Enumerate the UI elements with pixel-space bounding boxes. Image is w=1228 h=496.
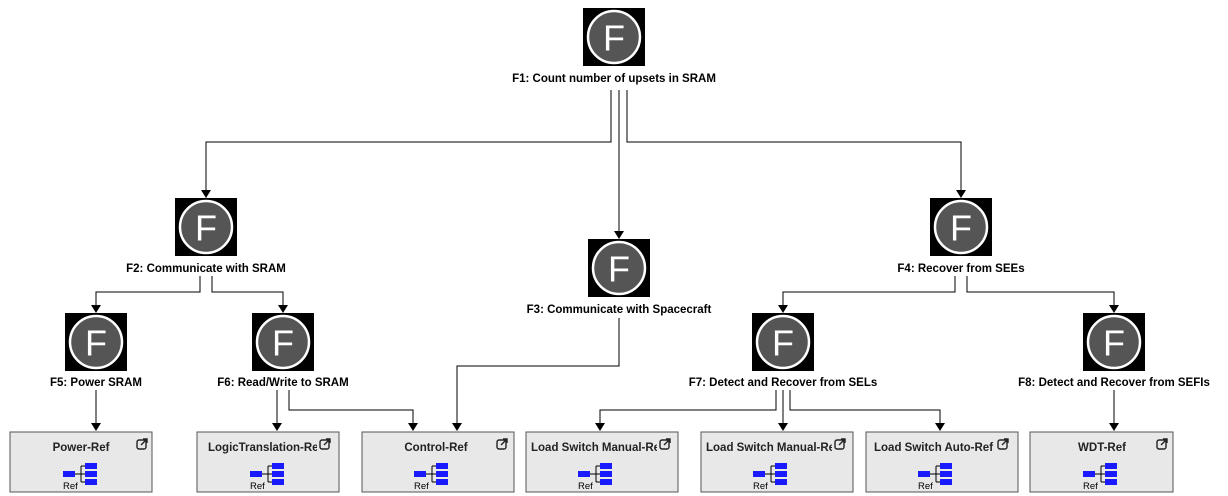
function-icon-letter: F [272, 323, 294, 364]
function-node-f4[interactable]: F F4: Recover from SEEs [897, 198, 1025, 275]
arrowhead [778, 423, 788, 431]
ref-box-control[interactable]: Control-Ref Ref [361, 431, 515, 493]
arrowhead [91, 423, 101, 431]
reference-icon: Ref [1083, 463, 1117, 492]
arrowhead [1109, 305, 1119, 313]
connectors [91, 90, 1119, 431]
function-label: F7: Detect and Recover from SELs [689, 377, 878, 389]
ref-icon-text: Ref [1083, 481, 1098, 492]
function-icon [1086, 314, 1142, 370]
ref-box-load-switch-manual-2[interactable]: Load Switch Manual-Ref Ref [700, 431, 854, 493]
arrowhead [1109, 423, 1119, 431]
function-label: F5: Power SRAM [50, 377, 142, 389]
function-label: F3: Communicate with Spacecraft [527, 304, 712, 316]
reference-icon: Ref [250, 463, 284, 492]
function-icon [755, 314, 811, 370]
arrowhead [408, 423, 418, 431]
ref-box-logictranslation[interactable]: LogicTranslation-Ref Ref [196, 431, 340, 493]
ref-icon-text: Ref [414, 481, 429, 492]
external-link-icon[interactable] [317, 437, 333, 453]
external-link-icon[interactable] [657, 437, 673, 453]
arrowhead [272, 423, 282, 431]
function-icon [178, 199, 234, 255]
function-icon-letter: F [85, 323, 107, 364]
ref-box-frame [1029, 431, 1174, 493]
function-icon [586, 9, 642, 65]
edge-f3-r3 [456, 318, 620, 423]
ref-box-label: Load Switch Manual-Ref [531, 442, 664, 454]
function-icon-letter: F [772, 323, 794, 364]
arrowhead [452, 423, 462, 431]
ref-icon-text: Ref [918, 481, 933, 492]
function-icon-letter: F [1103, 323, 1125, 364]
edge-f4-f7 [782, 276, 956, 305]
ref-box-label: Control-Ref [404, 442, 467, 454]
ref-box-label: Load Switch Auto-Ref [874, 442, 993, 454]
external-link-icon[interactable] [1156, 438, 1168, 450]
function-icon [255, 314, 311, 370]
ref-box-frame [9, 431, 153, 493]
function-label: F8: Detect and Recover from SEFIs [1018, 377, 1210, 389]
ref-box-load-switch-manual-1[interactable]: Load Switch Manual-Ref Ref [525, 431, 679, 493]
ref-icon-text: Ref [753, 481, 768, 492]
function-node-f1[interactable]: F F1: Count number of upsets in SRAM [512, 8, 716, 85]
function-icon-letter: F [608, 249, 630, 290]
edge-f1-f2 [205, 90, 612, 190]
ref-box-wdt[interactable]: WDT-Ref Ref [1029, 431, 1174, 493]
external-link-icon[interactable] [496, 438, 508, 450]
function-icon-letter: F [950, 208, 972, 249]
function-label: F1: Count number of upsets in SRAM [512, 73, 716, 85]
ref-box-label: Load Switch Manual-Ref [706, 442, 839, 454]
function-icon [591, 240, 647, 296]
external-link-icon[interactable] [995, 437, 1011, 453]
external-link-icon[interactable] [832, 437, 848, 453]
reference-icon: Ref [414, 463, 448, 492]
ref-box-label: WDT-Ref [1078, 442, 1126, 454]
function-node-f5[interactable]: F F5: Power SRAM [50, 313, 142, 389]
function-icon-letter: F [603, 18, 625, 59]
edge-f7-r4 [599, 390, 777, 423]
ref-icon-text: Ref [250, 481, 265, 492]
reference-icon: Ref [63, 463, 97, 492]
function-icon [933, 199, 989, 255]
function-icon-letter: F [195, 208, 217, 249]
ref-box-power[interactable]: Power-Ref Ref [9, 431, 153, 493]
function-node-f7[interactable]: F F7: Detect and Recover from SELs [689, 313, 878, 389]
edge-f2-f5 [95, 276, 201, 305]
function-label: F4: Recover from SEEs [897, 263, 1024, 275]
arrowhead [778, 305, 788, 313]
arrowhead [278, 305, 288, 313]
function-icon [68, 314, 124, 370]
arrowhead [956, 190, 966, 198]
ref-icon-text: Ref [63, 481, 78, 492]
function-node-f8[interactable]: F F8: Detect and Recover from SEFIs [1018, 313, 1210, 389]
arrowhead [201, 190, 211, 198]
edge-f2-f6 [211, 276, 284, 305]
edge-f7-r6 [789, 390, 941, 423]
function-node-f3[interactable]: F F3: Communicate with Spacecraft [527, 239, 712, 316]
arrowhead [614, 231, 624, 239]
reference-icon: Ref [918, 463, 952, 492]
edge-f6-r3 [288, 390, 414, 423]
arrowhead [91, 305, 101, 313]
edge-f4-f8 [966, 276, 1115, 305]
ref-icon-text: Ref [578, 481, 593, 492]
edge-f1-f4 [626, 90, 962, 190]
reference-icon: Ref [753, 463, 787, 492]
external-link-icon[interactable] [136, 438, 148, 450]
ref-box-label: Power-Ref [53, 442, 110, 454]
function-label: F6: Read/Write to SRAM [217, 377, 348, 389]
function-node-f2[interactable]: F F2: Communicate with SRAM [126, 198, 286, 275]
ref-box-label: LogicTranslation-Ref [208, 442, 323, 454]
ref-box-load-switch-auto[interactable]: Load Switch Auto-Ref Ref [865, 431, 1019, 493]
function-node-f6[interactable]: F F6: Read/Write to SRAM [217, 313, 349, 389]
arrowhead [935, 423, 945, 431]
function-label: F2: Communicate with SRAM [126, 263, 286, 275]
reference-icon: Ref [578, 463, 612, 492]
arrowhead [595, 423, 605, 431]
